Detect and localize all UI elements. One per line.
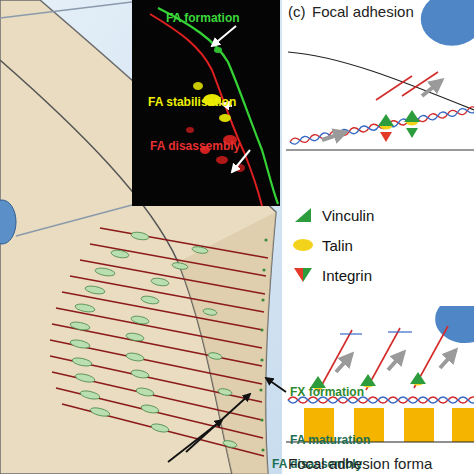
legend-sample [292, 236, 314, 254]
fibre-links [340, 332, 412, 334]
force-arrows [336, 350, 456, 372]
cell-edge-red [150, 14, 262, 206]
annotation-label: Focal adhesion [312, 4, 414, 21]
annotation-label: Focal adhesion forma [288, 456, 432, 473]
legend-item: Integrin [292, 266, 372, 284]
pointer-arrows [168, 378, 286, 462]
micrograph-inset [132, 0, 280, 206]
legend-text: Vinculin [322, 207, 374, 224]
annotation-label: (c) [288, 4, 306, 21]
nucleus [0, 200, 16, 244]
fibre-lines [318, 326, 448, 392]
legend-item: Vinculin [292, 206, 374, 224]
panel-background [0, 0, 282, 474]
annotation-label: FA stabilisation [148, 96, 236, 109]
legend-text: Integrin [322, 267, 372, 284]
annotation-label: FX formation [290, 386, 364, 399]
edge-dots [259, 238, 267, 451]
cell-body-part [421, 0, 474, 46]
zoom-line [0, 2, 132, 18]
legend-sample [292, 206, 314, 224]
membrane [288, 52, 474, 110]
force-arrows [322, 80, 442, 140]
substrate [286, 149, 474, 151]
legend-sample [292, 266, 314, 284]
annotation-label: FA disassembly [150, 140, 240, 153]
annotation-label: FA formation [166, 12, 240, 25]
legend-text: Talin [322, 237, 353, 254]
actin-filament [289, 106, 474, 145]
adhesion-blobs [186, 47, 245, 172]
annotation-label: FA maturation [290, 434, 370, 447]
stress-fibres [50, 228, 268, 456]
protein-complex [376, 72, 438, 142]
legend-item: Talin [292, 236, 353, 254]
adhesion-sites [69, 231, 237, 449]
